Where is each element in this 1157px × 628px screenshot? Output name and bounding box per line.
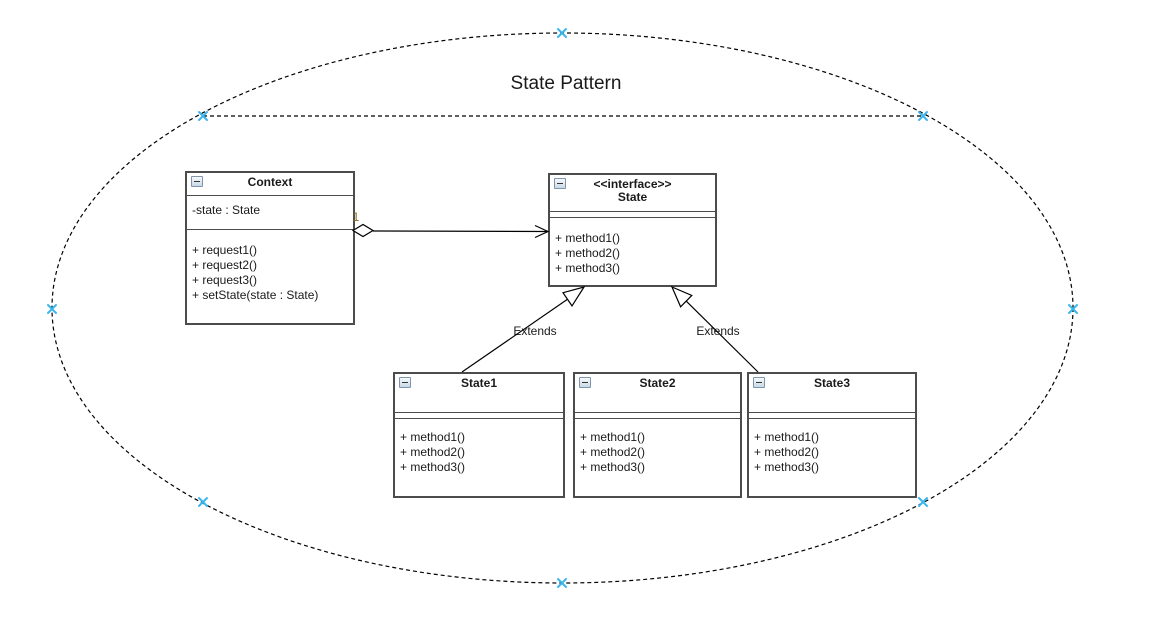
diagram-title[interactable]: State Pattern [510,73,622,94]
resize-handle-right[interactable] [1068,304,1078,314]
resize-handle-bottom[interactable] [557,578,567,588]
resize-handle-top[interactable] [557,28,567,38]
class-box-state2[interactable]: State2 + method1() + method2() + method3… [573,372,742,498]
resize-handle-left[interactable] [47,304,57,314]
resize-handle-top-left[interactable] [198,111,208,121]
method-line: + method2() [400,445,466,459]
collapse-icon[interactable] [399,377,411,388]
class-box-state3[interactable]: State3 + method1() + method2() + method3… [747,372,917,498]
aggregation-diamond-icon [351,223,375,238]
hollow-triangle-arrowhead-icon [670,285,693,308]
resize-handle-top-right[interactable] [918,111,928,121]
collapse-icon[interactable] [753,377,765,388]
class-box-context[interactable]: Context -state : State + request1() + re… [185,171,355,325]
method-line: + method3() [754,460,820,474]
class-box-state1[interactable]: State1 + method1() + method2() + method3… [393,372,565,498]
resize-handle-bottom-left[interactable] [198,497,208,507]
extends-label-left[interactable]: Extends [513,324,557,338]
method-line: + method1() [555,231,621,245]
collapse-icon[interactable] [191,176,203,187]
method-line: + method2() [580,445,646,459]
method-line: + setState(state : State) [192,288,319,302]
attribute-line: -state : State [192,203,261,217]
method-line: + method3() [580,460,646,474]
method-line: + request3() [192,273,258,287]
class-title: State1 [460,376,498,390]
method-line: + method2() [754,445,820,459]
method-line: + method3() [400,460,466,474]
aggregation-connector[interactable] [372,230,549,233]
collapse-icon[interactable] [579,377,591,388]
method-line: + request1() [192,243,258,257]
open-arrowhead-icon [534,224,550,239]
class-title: State [617,190,648,204]
class-box-state-interface[interactable]: <<interface>> State + method1() + method… [548,173,717,287]
method-line: + method2() [555,246,621,260]
method-line: + request2() [192,258,258,272]
class-title: State2 [639,376,676,390]
method-line: + method3() [555,261,621,275]
class-title: Context [247,175,293,189]
collapse-icon[interactable] [554,178,566,189]
multiplicity-label[interactable]: 1 [352,210,360,224]
extends-label-right[interactable]: Extends [696,324,740,338]
class-title: State3 [813,376,851,390]
resize-handle-bottom-right[interactable] [918,497,928,507]
hollow-triangle-arrowhead-icon [562,286,586,307]
method-line: + method1() [400,430,466,444]
method-line: + method1() [754,430,820,444]
method-line: + method1() [580,430,646,444]
